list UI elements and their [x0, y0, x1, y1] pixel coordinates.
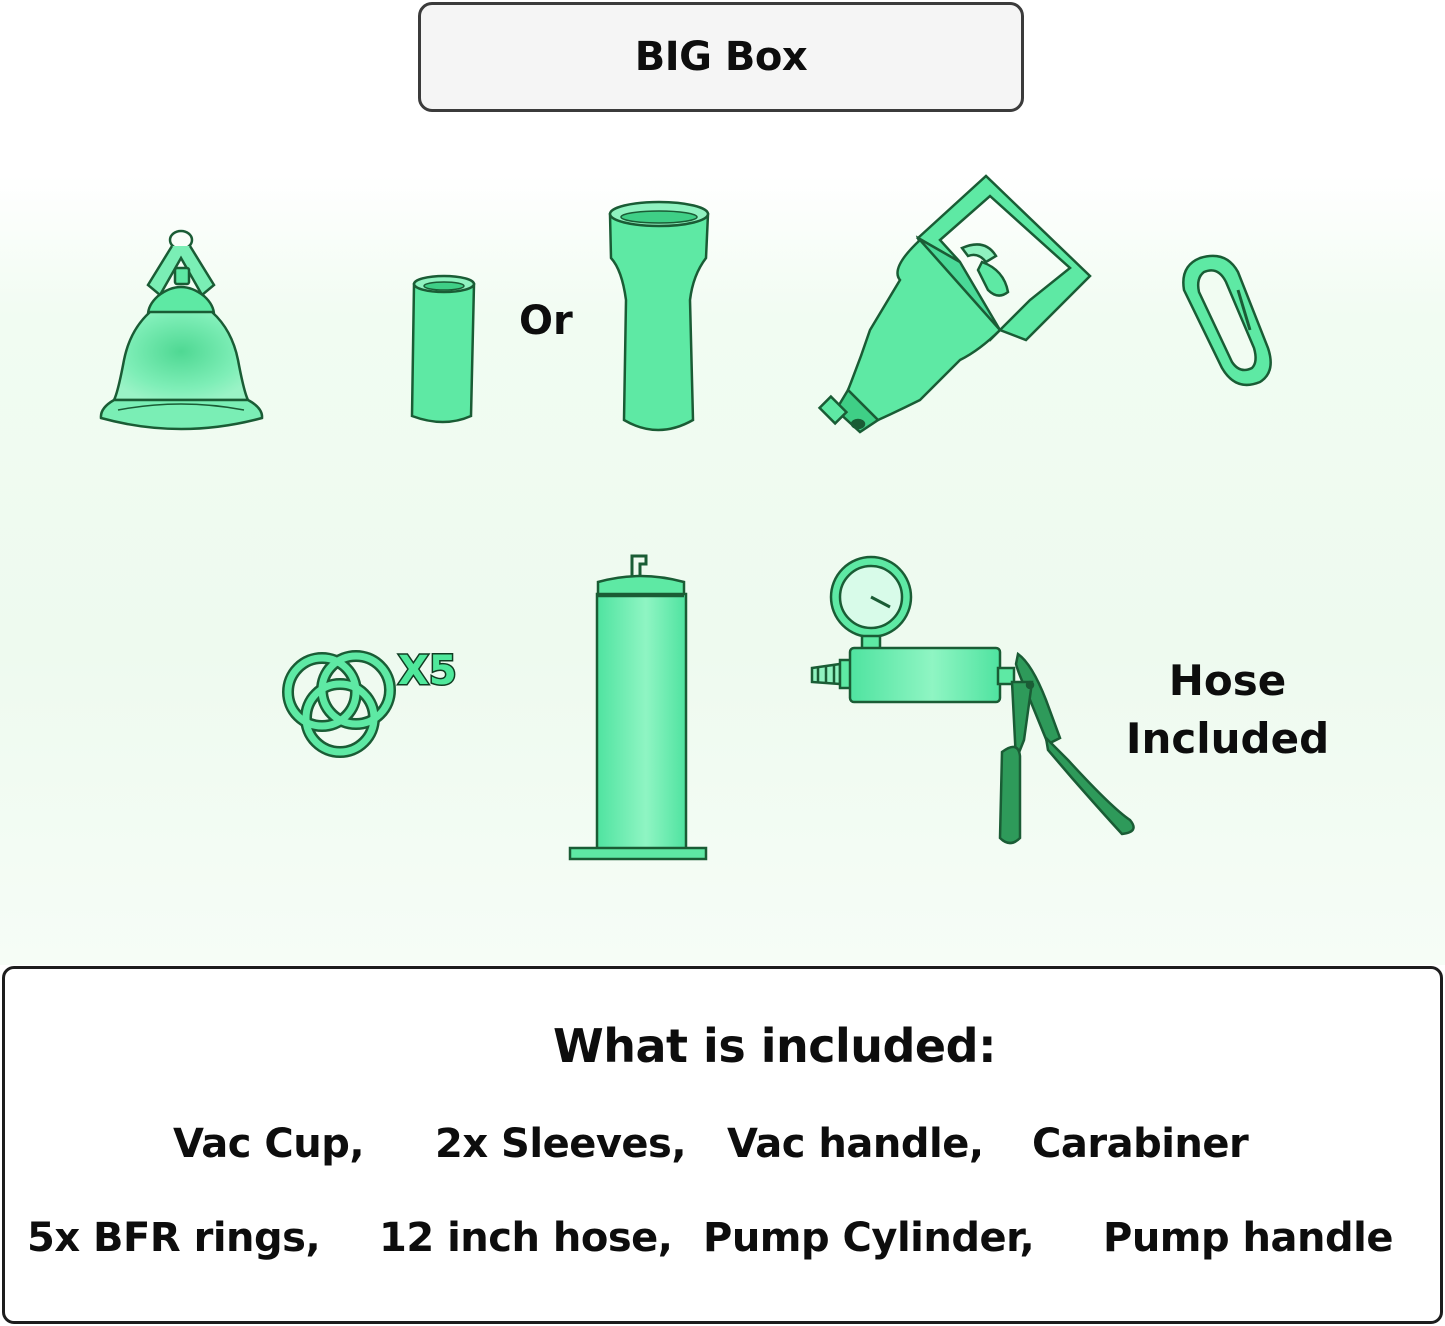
rings-count-label: X5: [397, 647, 459, 696]
included-item-vac-handle: Vac handle,: [727, 1121, 984, 1167]
included-item-sleeves: 2x Sleeves,: [435, 1121, 687, 1167]
included-item-pump-cylinder: Pump Cylinder,: [703, 1215, 1035, 1261]
small-sleeve-icon: [410, 274, 476, 424]
included-box: What is included: Vac Cup, 2x Sleeves, V…: [2, 966, 1443, 1324]
page-title: BIG Box: [634, 34, 808, 80]
pump-handle-icon: [810, 555, 1135, 845]
pump-cylinder-icon: [568, 554, 708, 861]
vac-cup-icon: [99, 229, 264, 431]
hose-included-label: Hose Included: [1125, 656, 1330, 763]
bfr-rings-icon: [282, 650, 396, 758]
large-sleeve-icon: [608, 200, 710, 432]
or-label: Or: [519, 298, 573, 344]
included-item-bfr-rings: 5x BFR rings,: [27, 1215, 321, 1261]
page-title-box: BIG Box: [418, 2, 1024, 112]
carabiner-icon: [1182, 254, 1272, 387]
included-item-hose: 12 inch hose,: [379, 1215, 673, 1261]
included-item-vac-cup: Vac Cup,: [173, 1121, 365, 1167]
included-item-pump-handle: Pump handle: [1103, 1215, 1393, 1261]
vac-handle-icon: [817, 174, 1092, 434]
included-title: What is included:: [553, 1019, 996, 1073]
product-illustration: [99, 174, 1272, 861]
included-item-carabiner: Carabiner: [1032, 1121, 1249, 1167]
